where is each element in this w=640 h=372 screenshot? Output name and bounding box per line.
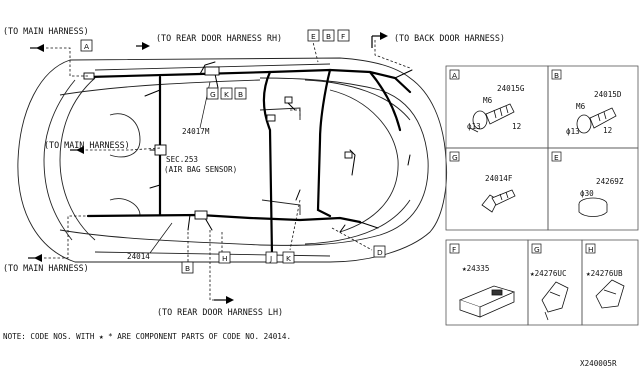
callout-h: H — [222, 254, 228, 263]
callout-e: E — [311, 32, 316, 41]
bolt-b-drawing — [576, 107, 617, 134]
callout-f: F — [341, 32, 345, 41]
panel-g-part-number: 24014F — [485, 174, 513, 183]
callout-b-bottom: B — [185, 264, 190, 273]
panel-a-part-number: 24015G — [497, 84, 525, 93]
arrow-right-icon — [226, 296, 234, 304]
label-to-back-door: (TO BACK DOOR HARNESS) — [394, 33, 505, 43]
panel-g2-part-number: ★24276UC — [530, 269, 567, 278]
panel-f-tag: F — [452, 245, 456, 254]
part-number-24014: 24014 — [127, 252, 150, 261]
callout-j: J — [269, 254, 272, 263]
bolt-a-drawing — [469, 103, 515, 133]
panel-g2-tag: G — [534, 245, 540, 254]
part-number-24017m: 24017M — [182, 127, 210, 136]
pad-e-drawing — [578, 197, 608, 217]
panel-f-part-number: ★24335 — [462, 264, 489, 273]
panel-a-length: 12 — [512, 122, 521, 131]
arrow-right-icon — [380, 32, 388, 40]
panel-a-tag: A — [452, 71, 457, 80]
label-air-bag-sensor: (AIR BAG SENSOR) — [164, 165, 237, 174]
connector-f-drawing — [458, 285, 516, 318]
panel-b-thread: M6 — [576, 102, 586, 111]
label-to-main-harness-bottom: (TO MAIN HARNESS) — [3, 263, 89, 273]
grommet-h-drawing — [595, 279, 625, 309]
harness-wires — [86, 68, 412, 257]
label-to-rear-door-lh: (TO REAR DOOR HARNESS LH) — [157, 307, 283, 317]
panel-b-tag: B — [554, 71, 559, 80]
panel-b-diameter: ϕ13 — [566, 127, 580, 136]
footer-note: NOTE: CODE NOS. WITH ★ * ARE COMPONENT P… — [3, 332, 291, 341]
callout-a: A — [84, 42, 89, 51]
callouts — [80, 29, 386, 274]
harness-branches — [144, 61, 413, 233]
grommet-g-drawing — [541, 281, 569, 321]
panel-h-tag: H — [588, 245, 594, 254]
panel-b-part-number: 24015D — [594, 90, 622, 99]
callout-b-mid: B — [238, 90, 243, 99]
panel-b-length: 12 — [603, 126, 612, 135]
panel-e-tag: E — [554, 153, 559, 162]
panel-e-part-number: 24269Z — [596, 177, 624, 186]
panel-g-tag: G — [452, 153, 458, 162]
panel-a-diameter: ϕ13 — [467, 122, 481, 131]
clip-g-drawing — [481, 189, 516, 213]
callout-b-top: B — [326, 32, 331, 41]
callout-d: D — [377, 248, 383, 257]
panel-a-thread: M6 — [483, 96, 493, 105]
label-sec-253: SEC.253 — [166, 155, 198, 164]
callout-k-bottom: K — [286, 254, 291, 263]
panel-e-diameter: ϕ30 — [580, 189, 594, 198]
label-to-main-harness-mid: (TO MAIN HARNESS) — [44, 140, 130, 150]
panel-h-part-number: ★24276UB — [586, 269, 623, 278]
label-to-rear-door-rh: (TO REAR DOOR HARNESS RH) — [156, 33, 282, 43]
connector-blocks — [83, 66, 353, 220]
callout-g: G — [210, 90, 216, 99]
callout-k-top: K — [224, 90, 229, 99]
figure-id: X240005R — [580, 359, 617, 368]
detail-panel-grid — [445, 65, 639, 326]
label-to-main-harness-top: (TO MAIN HARNESS) — [3, 26, 89, 36]
arrow-right-icon — [142, 42, 150, 50]
